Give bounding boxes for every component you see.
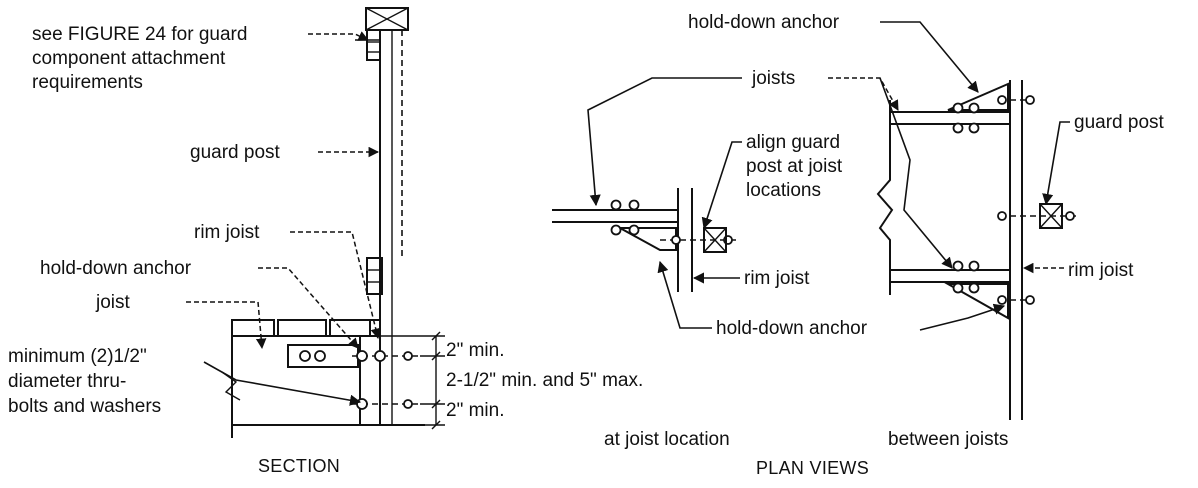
plan-sub-label-right: between joists	[888, 429, 1008, 450]
plan-joists-label: joists	[751, 68, 795, 89]
hold-down-leader-left	[657, 260, 712, 329]
plan-caption: PLAN VIEWS	[756, 458, 869, 478]
dim-mid-label: 2-1/2" min. and 5" max.	[446, 370, 643, 391]
plan-left-hold-down	[619, 227, 677, 251]
section-leaders	[186, 31, 381, 406]
section-guard-post-label: guard post	[190, 142, 281, 163]
post-cap	[365, 7, 409, 31]
plan-right-bolt	[1025, 95, 1035, 105]
guard-post	[379, 30, 403, 425]
lower-rail-attachment	[366, 257, 383, 295]
bolts-label-line-1: minimum (2)1/2"	[8, 346, 147, 367]
plan-left-guard-post	[703, 227, 727, 253]
bolts-label-line-3: bolts and washers	[8, 396, 161, 417]
figure-ref-label-line-3: requirements	[32, 72, 143, 93]
plan-left-bolt	[610, 224, 622, 236]
section-rim-joist-label: rim joist	[194, 222, 260, 243]
plan-right-bolt	[968, 102, 980, 114]
plan-right-bolt	[997, 211, 1007, 221]
plan-right-bolt	[968, 282, 980, 294]
plan-right-bolt	[1065, 211, 1075, 221]
hold-down-leader-top	[880, 21, 979, 93]
plan-right-bolt	[968, 122, 980, 134]
section-caption: SECTION	[258, 456, 340, 476]
plan-sub-label-left: at joist location	[604, 429, 730, 450]
hold-down-leader-bottom	[919, 303, 1006, 331]
upper-rail-attachment	[355, 29, 381, 61]
plan-right-bolt	[952, 260, 964, 272]
plan-rim-joist-label-left: rim joist	[744, 268, 810, 289]
section-joist-label: joist	[95, 292, 131, 313]
plan-right-bolt	[968, 260, 980, 272]
joists-leader-right-lower	[879, 77, 953, 269]
plan-right-bolt	[997, 95, 1007, 105]
align-label-line-3: locations	[746, 180, 821, 201]
plan-guard-post-label: guard post	[1074, 112, 1165, 133]
joists-leader-left	[587, 77, 742, 207]
plan-left-bolt	[671, 235, 681, 245]
plan-view-at-joist	[552, 77, 742, 329]
plan-view-between-joists	[828, 21, 1080, 420]
plan-right-bolt	[952, 282, 964, 294]
thru-bolts	[352, 350, 420, 410]
plan-right-break-line	[876, 100, 894, 295]
plan-right-lower-hold-down	[944, 283, 1009, 320]
figure-ref-label-line-2: component attachment	[32, 48, 226, 69]
plan-left-bolt	[628, 199, 640, 211]
joists-leader-right-upper	[828, 77, 899, 111]
plan-right-bolt	[1025, 295, 1035, 305]
section-hold-down-label: hold-down anchor	[40, 258, 192, 279]
hold-down-anchor	[287, 344, 359, 368]
plan-right-bolt	[952, 122, 964, 134]
plan-hold-down-label-bottom: hold-down anchor	[716, 318, 868, 339]
plan-left-bolt	[628, 224, 640, 236]
section-view: see FIGURE 24 for guard component attach…	[8, 7, 643, 476]
plan-rim-joist-label-right: rim joist	[1068, 260, 1134, 281]
align-label-line-2: post at joist	[746, 156, 843, 177]
figure-ref-label-line-1: see FIGURE 24 for guard	[32, 24, 247, 45]
plan-left-bolt	[610, 199, 622, 211]
align-label-line-1: align guard	[746, 132, 840, 153]
dimension-lines	[380, 331, 445, 430]
dim-bottom-label: 2" min.	[446, 400, 504, 421]
plan-right-post-leader	[1042, 121, 1070, 206]
align-leader	[701, 141, 742, 230]
plan-right-bolt	[952, 102, 964, 114]
plan-right-bolt	[997, 295, 1007, 305]
bolts-label-line-2: diameter thru-	[8, 371, 126, 392]
plan-hold-down-label-top: hold-down anchor	[688, 12, 840, 33]
dim-top-label: 2" min.	[446, 340, 504, 361]
decking-boards	[231, 319, 380, 337]
